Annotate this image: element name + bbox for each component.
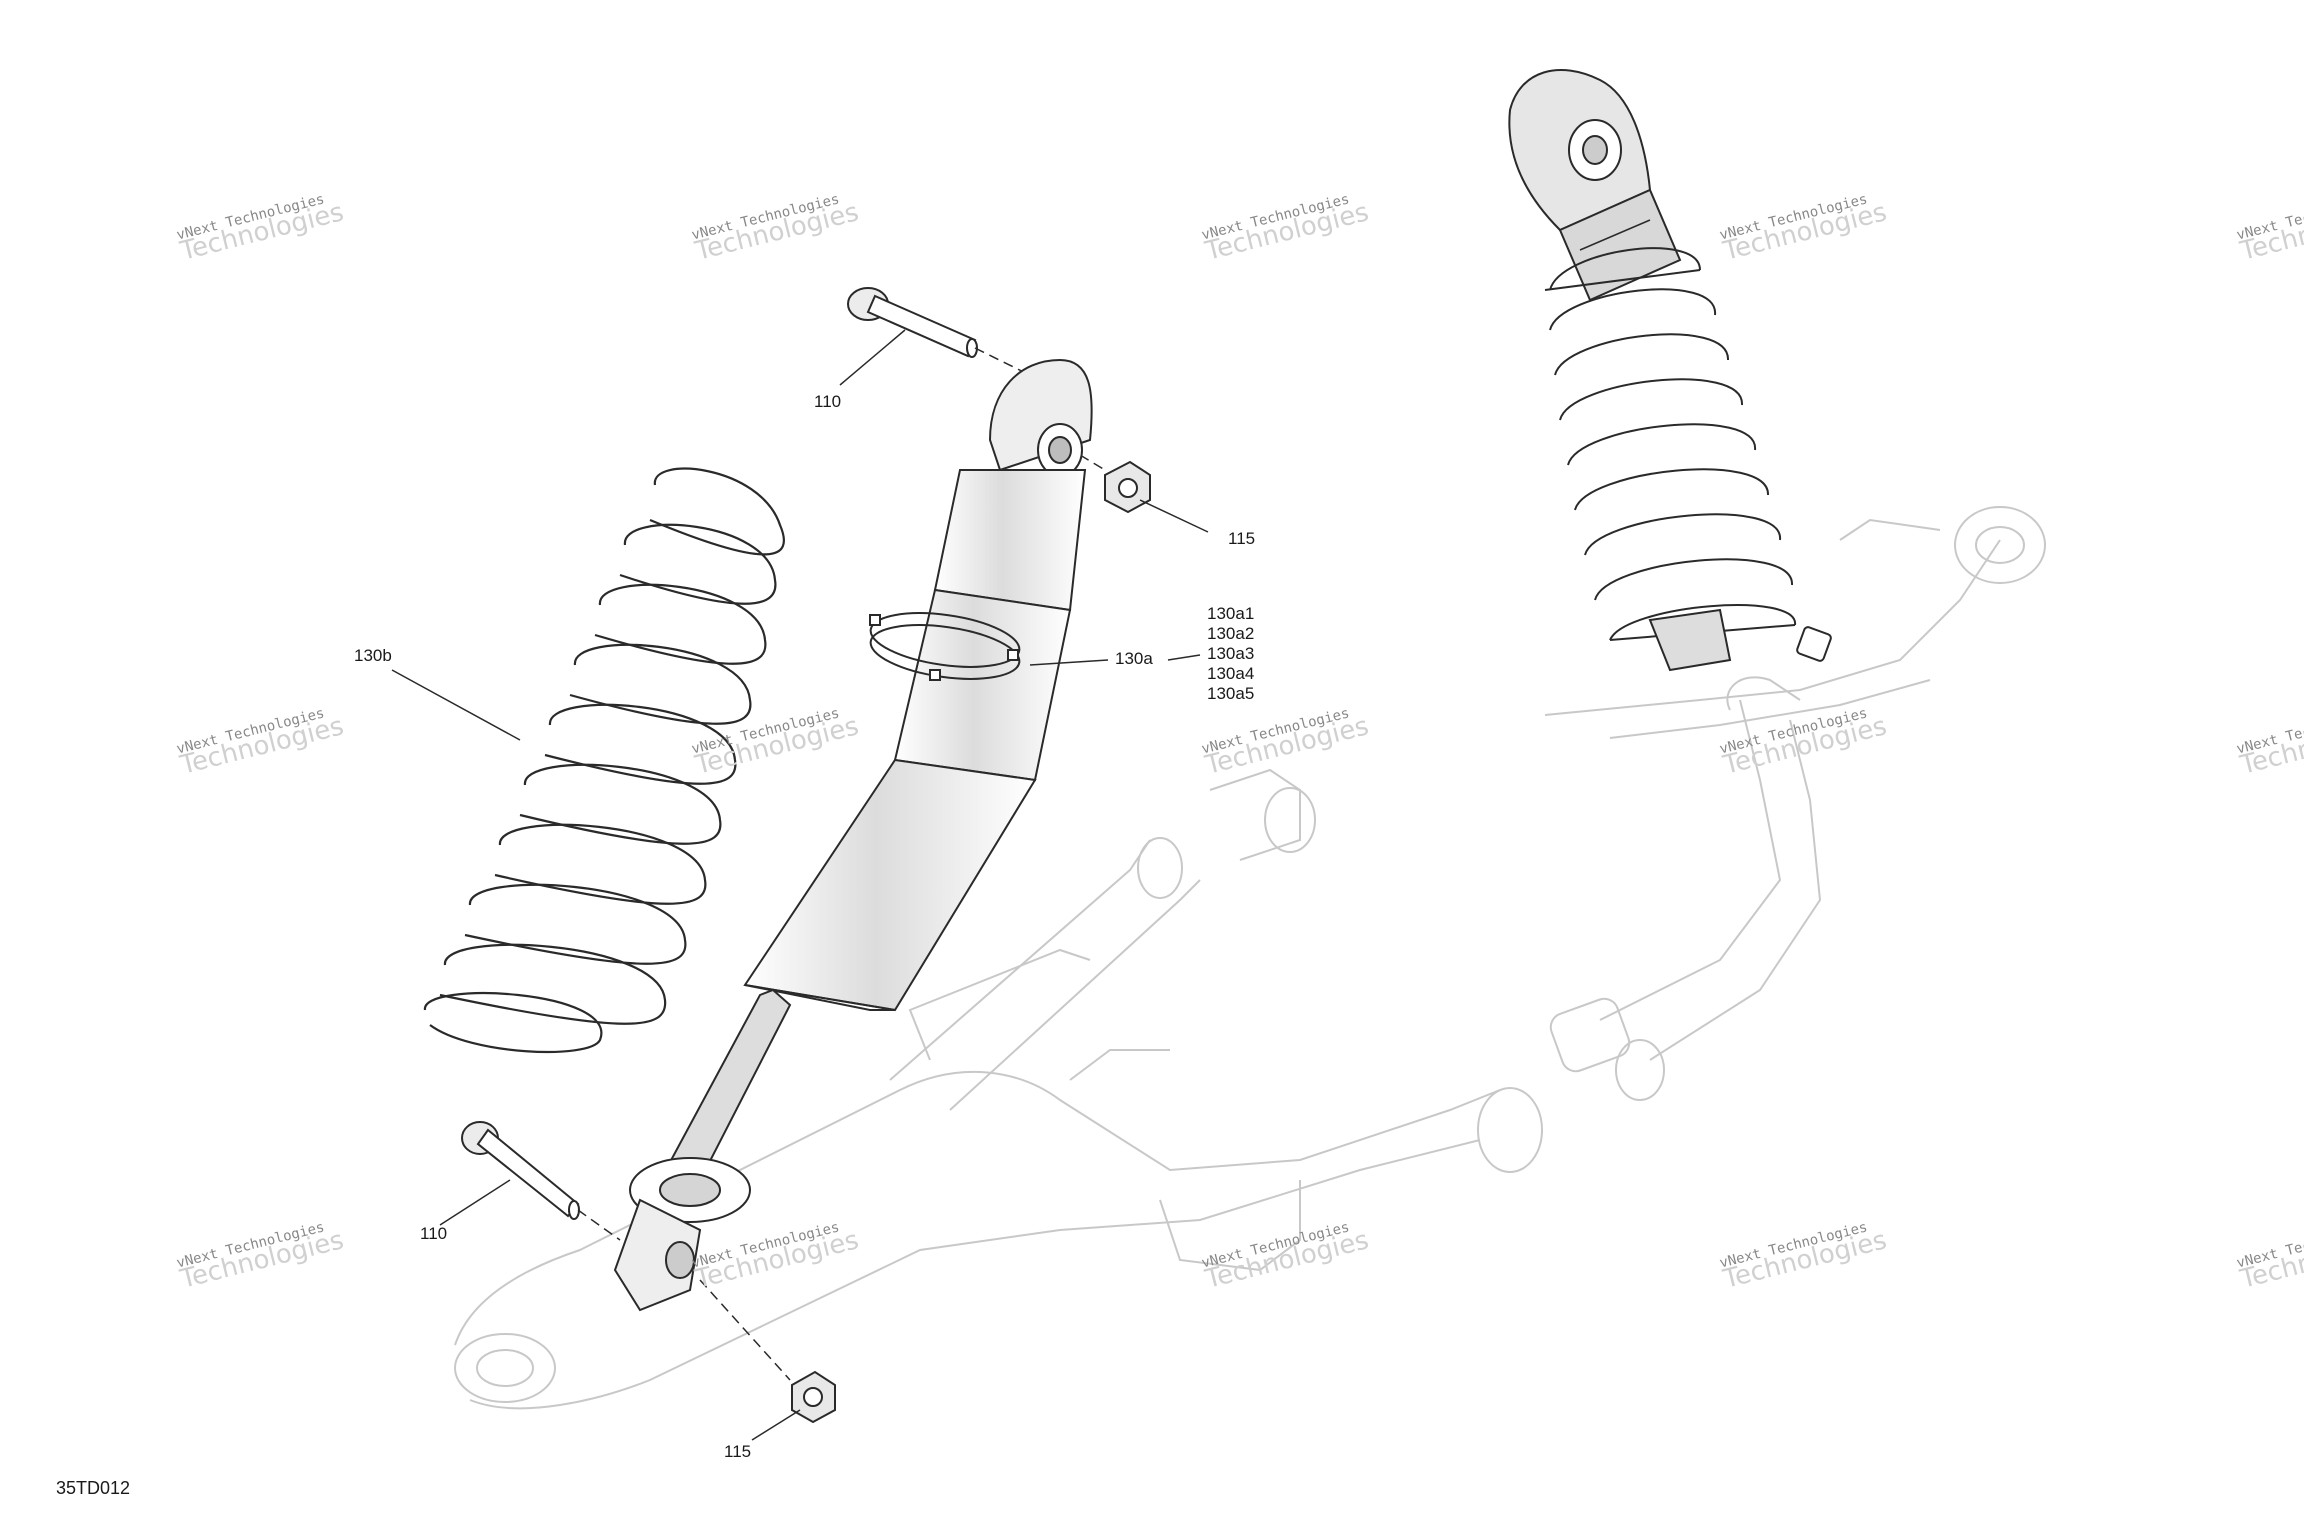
locking-ring <box>869 612 1021 681</box>
assembled-coilover-right <box>1508 69 1832 672</box>
nut-top <box>1104 460 1151 514</box>
drawing-code: 35TD012 <box>56 1478 131 1498</box>
callout-spring: 130b <box>354 646 392 665</box>
callout-ring-variant: 130a4 <box>1207 664 1255 683</box>
callout-ring-variant: 130a3 <box>1207 644 1255 663</box>
callout-ring-variant: 130a2 <box>1207 624 1255 643</box>
callout-ring-variants: 130a1 130a2 130a3 130a4 130a5 <box>1207 604 1254 704</box>
callout-ring: 130a <box>1115 649 1153 668</box>
callout-ring-variant: 130a5 <box>1207 684 1255 703</box>
callout-bolt-top: 110 <box>814 392 842 411</box>
callout-nut-bottom: 115 <box>724 1442 752 1461</box>
leader-lines <box>391 329 1209 1441</box>
callout-bolt-bottom: 110 <box>420 1224 448 1243</box>
coil-spring <box>423 467 785 1054</box>
bolt-bottom <box>461 1121 580 1220</box>
shock-absorber <box>613 358 1093 1312</box>
a-arm-ghost <box>454 837 1543 1410</box>
callout-nut-top: 115 <box>1228 529 1256 548</box>
callout-ring-variant: 130a1 <box>1207 604 1255 623</box>
bolt-top <box>847 287 978 358</box>
frame-ghost-right <box>1209 506 2046 1101</box>
nut-bottom <box>791 1370 836 1424</box>
